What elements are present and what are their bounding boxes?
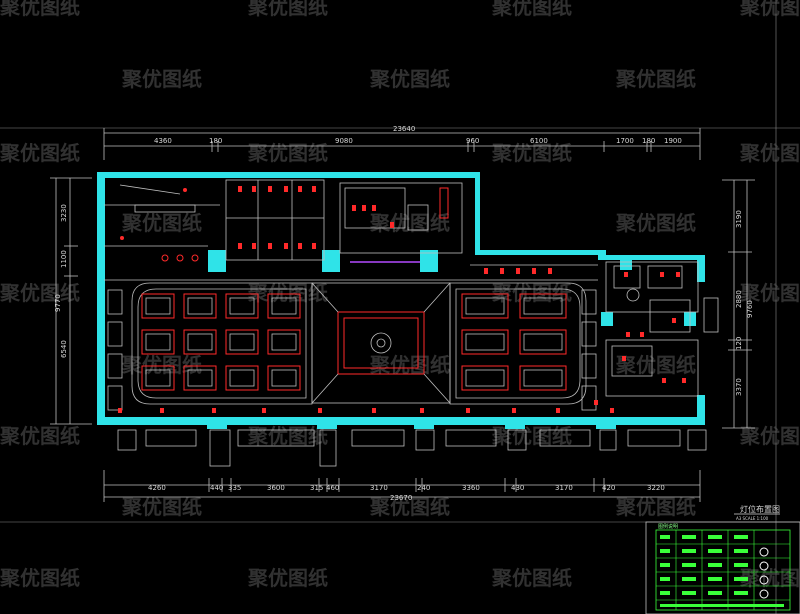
watermark: 聚优图纸 <box>121 211 202 235</box>
watermark: 聚优图纸 <box>369 495 450 519</box>
dimension-label: 3370 <box>735 378 743 396</box>
dimension-label: 420 <box>602 484 615 492</box>
dimension-label: 3170 <box>555 484 573 492</box>
upper-left-room <box>104 184 220 262</box>
dimension-label: 460 <box>326 484 339 492</box>
watermark: 聚优图纸 <box>0 281 80 305</box>
watermark: 聚优图纸 <box>369 67 450 91</box>
watermark: 聚优图纸 <box>247 141 328 165</box>
watermark: 聚优图纸 <box>369 211 450 235</box>
watermark: 聚优图纸 <box>491 141 572 165</box>
watermark: 聚优图纸 <box>739 0 800 19</box>
watermark: 聚优图纸 <box>491 0 572 19</box>
watermark: 聚优图纸 <box>0 566 80 590</box>
dimension-label: 4260 <box>148 484 166 492</box>
watermark: 聚优图纸 <box>615 353 696 377</box>
perimeter-booths <box>107 289 597 411</box>
dimension-label: 1900 <box>664 137 682 145</box>
left-ceiling-coffers <box>141 293 301 391</box>
dimension-label: 180 <box>642 137 655 145</box>
bottom-downlights <box>118 400 614 413</box>
top-dimension-chain: 23640 4360 180 9080 960 6100 1700 180 19… <box>103 125 701 160</box>
upper-right-strip <box>470 264 598 274</box>
legend-title: 图例说明 <box>658 523 678 530</box>
watermark: 聚优图纸 <box>247 424 328 448</box>
watermark: 聚优图纸 <box>739 566 800 590</box>
dimension-label: 440 <box>210 484 223 492</box>
upper-meeting-room <box>225 179 325 261</box>
upper-office-room <box>339 182 463 263</box>
dimension-label: 315 <box>310 484 323 492</box>
dimension-label: 3190 <box>735 210 743 228</box>
exterior-walls <box>97 172 705 429</box>
dimension-label: 3230 <box>60 204 68 222</box>
watermark: 聚优图纸 <box>247 281 328 305</box>
watermark: 聚优图纸 <box>491 566 572 590</box>
main-hall <box>104 279 598 405</box>
bottom-dimension-chain: 4260 440 335 3600 315 460 3170 240 3360 … <box>103 470 701 502</box>
dimension-label: 240 <box>417 484 430 492</box>
watermark: 聚优图纸 <box>121 495 202 519</box>
right-service-rooms <box>605 261 719 397</box>
dimension-label: 120 <box>735 337 743 350</box>
watermark: 聚优图纸 <box>247 566 328 590</box>
watermark: 聚优图纸 <box>369 353 450 377</box>
watermark: 聚优图纸 <box>121 67 202 91</box>
dimension-label: 9760 <box>746 300 754 318</box>
dimension-label: 180 <box>209 137 222 145</box>
exterior-planters <box>117 429 707 467</box>
watermark: 聚优图纸 <box>739 281 800 305</box>
dimension-label: 6540 <box>60 340 68 358</box>
dimension-label: 430 <box>511 484 524 492</box>
watermark: 聚优图纸 <box>247 0 328 19</box>
dimension-label: 335 <box>228 484 241 492</box>
dimension-label: 2880 <box>735 290 743 308</box>
dimension-total-top: 23640 <box>393 125 415 133</box>
dimension-label: 1700 <box>616 137 634 145</box>
drawing-title: 灯位布置图 <box>740 504 780 514</box>
right-ceiling-coffers <box>461 293 567 391</box>
dimension-label: 9770 <box>54 294 62 312</box>
dimension-label: 1100 <box>60 250 68 268</box>
watermark: 聚优图纸 <box>0 141 80 165</box>
left-dimension-chain: 3230 1100 9770 6540 <box>50 177 92 425</box>
dimension-total-bottom: 23670 <box>390 494 412 502</box>
watermark: 聚优图纸 <box>0 424 80 448</box>
dimension-label: 3360 <box>462 484 480 492</box>
watermark: 聚优图纸 <box>615 495 696 519</box>
dimension-label: 4360 <box>154 137 172 145</box>
watermark: 聚优图纸 <box>491 424 572 448</box>
watermark: 聚优图纸 <box>615 211 696 235</box>
right-dimension-chain: 3190 2880 9760 120 3370 <box>722 179 755 429</box>
drawing-title-block: 灯位布置图 A3 SCALE 1:100 <box>734 504 780 521</box>
dimension-label: 960 <box>466 137 479 145</box>
watermark: 聚优图纸 <box>615 67 696 91</box>
watermark: 聚优图纸 <box>121 353 202 377</box>
dimension-label: 9080 <box>335 137 353 145</box>
legend-block: 图例说明 <box>645 521 800 614</box>
dimension-label: 3220 <box>647 484 665 492</box>
watermark: 聚优图纸 <box>739 141 800 165</box>
drawing-scale: A3 SCALE 1:100 <box>736 516 769 521</box>
watermark: 聚优图纸 <box>0 0 80 19</box>
dimension-label: 6100 <box>530 137 548 145</box>
watermark-group: 聚优图纸 聚优图纸 聚优图纸 聚优图纸 聚优图纸 聚优图纸 聚优图纸 聚优图纸 … <box>0 0 800 590</box>
dimension-label: 3170 <box>370 484 388 492</box>
watermark: 聚优图纸 <box>491 281 572 305</box>
dimension-label: 3600 <box>267 484 285 492</box>
